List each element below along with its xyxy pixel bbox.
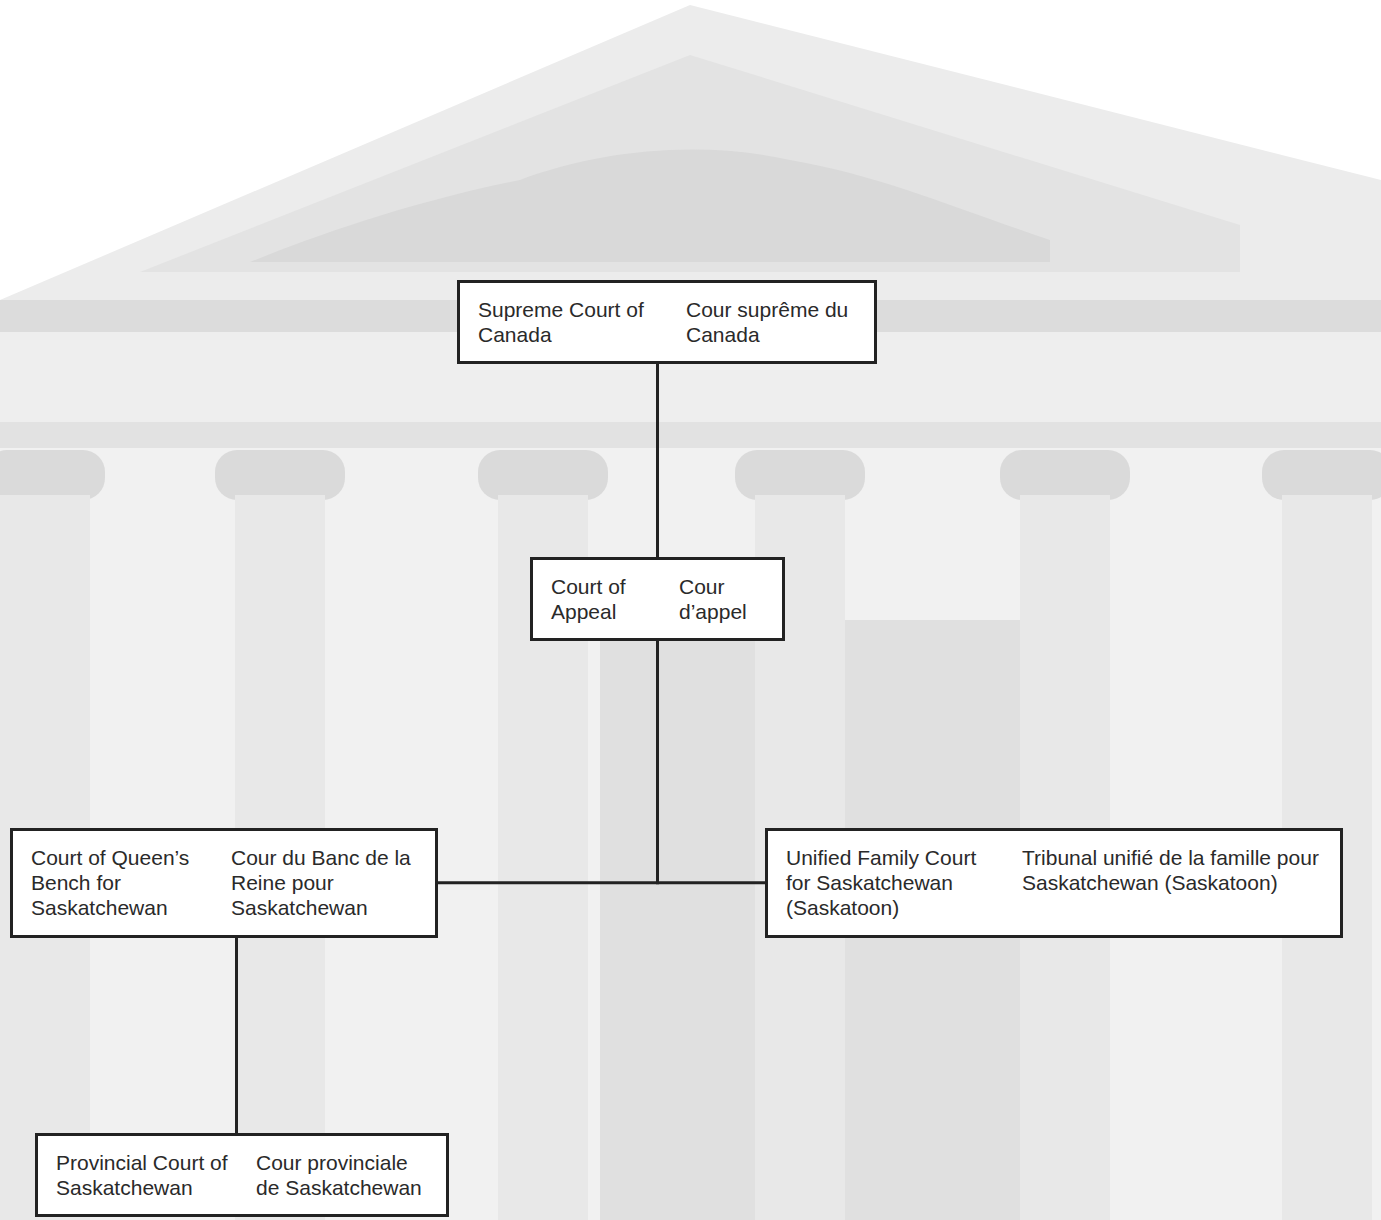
english-name: Provincial Court of Saskatchewan — [56, 1150, 228, 1200]
pediment — [0, 5, 1381, 300]
architrave — [0, 422, 1381, 448]
appeal-connector — [656, 364, 659, 557]
english-name: Court of Appeal — [551, 574, 651, 624]
english-name: Supreme Court of Canada — [478, 297, 658, 347]
tympanum — [140, 55, 1240, 272]
french-name: Tribunal unifié de la famille pour Saska… — [1022, 845, 1322, 921]
english-name: Court of Queen’s Bench for Saskatchewan — [31, 845, 203, 921]
court-box: Court of Appeal Cour d’appel — [530, 557, 785, 641]
appeal-connector — [235, 938, 238, 1133]
appeal-connector — [438, 641, 658, 882]
sculpture — [250, 150, 1050, 262]
court-box: Provincial Court of Saskatchewan Cour pro… — [35, 1133, 449, 1217]
french-name: Cour suprême du Canada — [686, 297, 856, 347]
court-box: Court of Queen’s Bench for Saskatchewan C… — [10, 828, 438, 938]
french-name: Cour du Banc de la Reine pour Saskatchew… — [231, 845, 417, 921]
court-box: Supreme Court of Canada Cour suprême du C… — [457, 280, 877, 364]
columns — [0, 450, 1381, 1220]
court-box: Unified Family Court for Saskatchewan (S… — [765, 828, 1343, 938]
french-name: Cour provinciale de Saskatchewan — [256, 1150, 428, 1200]
appeal-connector — [658, 641, 766, 882]
french-name: Cour d’appel — [679, 574, 764, 624]
english-name: Unified Family Court for Saskatchewan (S… — [786, 845, 994, 921]
portico-shade — [0, 448, 1381, 1220]
